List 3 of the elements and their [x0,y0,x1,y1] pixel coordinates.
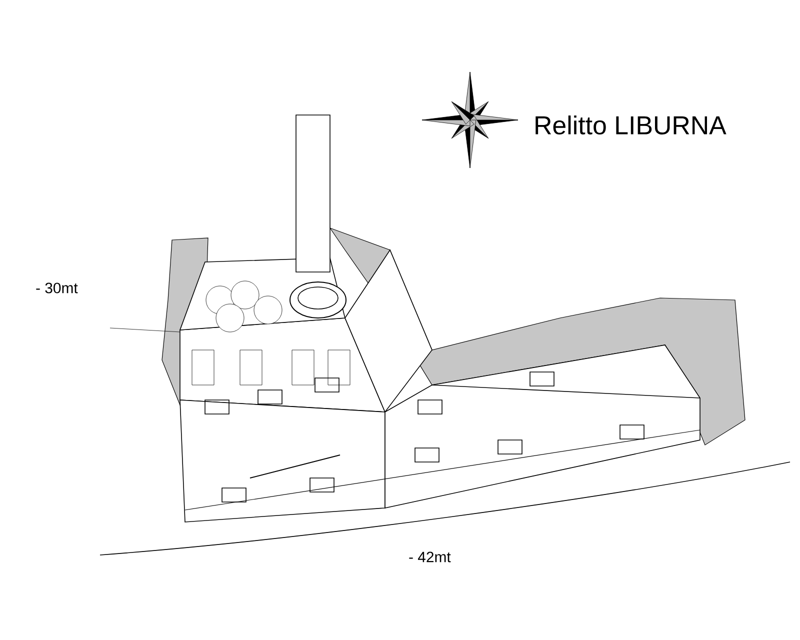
depth-label: - 30mt [36,282,78,294]
title: Relitto LIBURNA [536,116,726,134]
depth-label: - 42mt [409,552,451,562]
